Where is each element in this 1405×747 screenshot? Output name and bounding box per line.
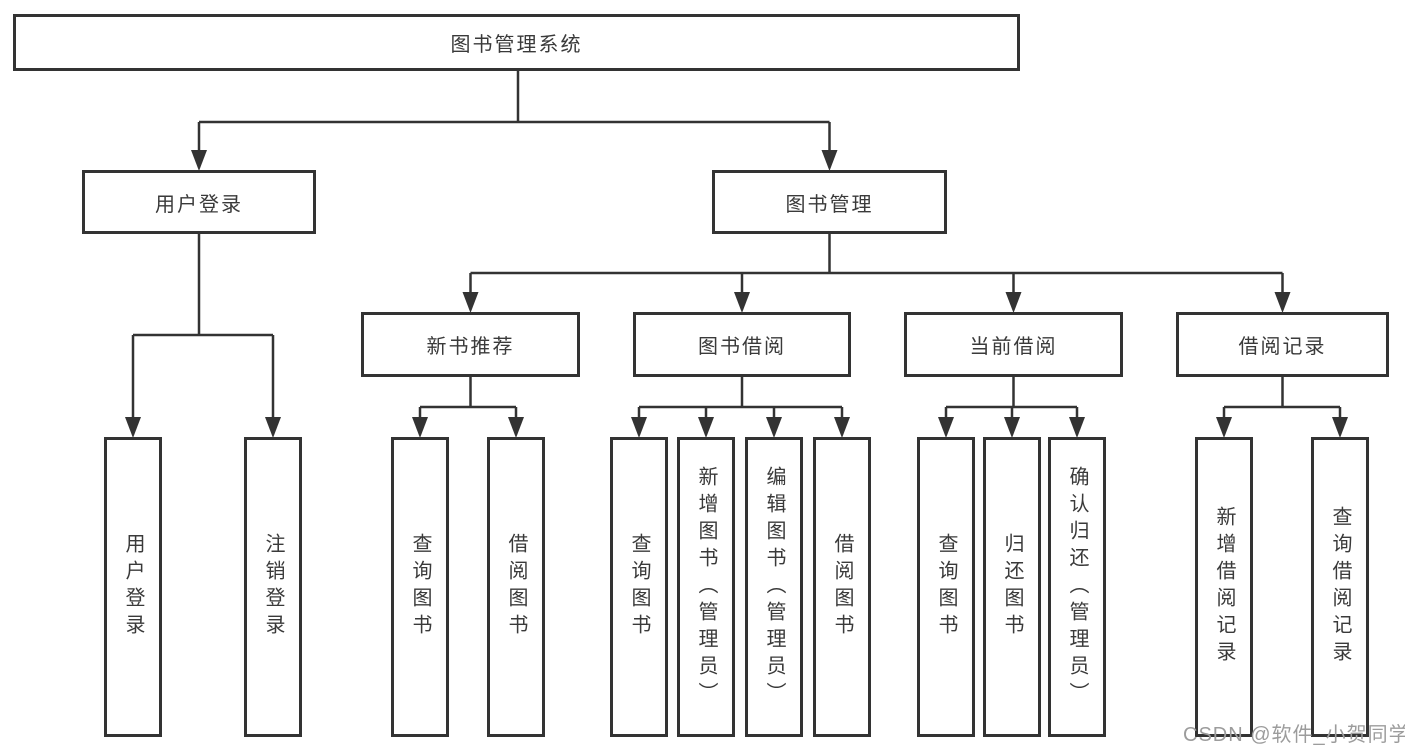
- node-label: 借阅记录: [1238, 336, 1327, 358]
- node-new-book-recommendation: 新书推荐: [361, 312, 580, 377]
- node-book-borrowing: 图书借阅: [633, 312, 851, 377]
- leaf-label: 借阅图书: [505, 533, 527, 641]
- node-label: 新书推荐: [426, 336, 515, 358]
- leaf-records-add-borrow-record: 新增借阅记录: [1195, 437, 1253, 737]
- connector-lines: [131, 71, 1342, 419]
- arrow-down-icon: [508, 417, 524, 438]
- leaf-label: 查询图书: [409, 533, 431, 641]
- arrow-down-icon: [834, 417, 850, 438]
- leaf-label: 归还图书: [1001, 533, 1023, 641]
- arrow-down-icon: [1004, 417, 1020, 438]
- arrow-down-icon: [698, 417, 714, 438]
- node-user-login: 用户登录: [82, 170, 316, 234]
- node-book-management: 图书管理: [712, 170, 947, 234]
- arrow-down-icon: [766, 417, 782, 438]
- arrow-down-icon: [1332, 417, 1348, 438]
- leaf-label: 用户登录: [122, 533, 144, 641]
- leaf-borrowing-query-books: 查询图书: [610, 437, 668, 737]
- node-label: 当前借阅: [969, 336, 1058, 358]
- leaf-borrowing-edit-books-admin: 编辑图书（管理员）: [745, 437, 803, 737]
- leaf-label: 查询借阅记录: [1329, 506, 1351, 668]
- leaf-recommend-query-books: 查询图书: [391, 437, 449, 737]
- leaf-borrowing-borrow-books: 借阅图书: [813, 437, 871, 737]
- leaf-recommend-borrow-books: 借阅图书: [487, 437, 545, 737]
- arrow-down-icon: [1005, 292, 1022, 313]
- leaf-current-confirm-return-admin: 确认归还（管理员）: [1048, 437, 1106, 737]
- arrow-down-icon: [462, 292, 479, 313]
- node-label: 用户登录: [155, 193, 243, 216]
- node-library-management-system: 图书管理系统: [13, 14, 1020, 71]
- arrow-down-icon: [631, 417, 647, 438]
- leaf-label: 借阅图书: [831, 533, 853, 641]
- node-label: 图书借阅: [698, 336, 786, 358]
- leaf-label: 确认归还（管理员）: [1066, 465, 1088, 709]
- leaf-label: 新增图书（管理员）: [695, 465, 717, 709]
- leaf-user-login: 用户登录: [104, 437, 162, 737]
- csdn-watermark: CSDN @软件_小贺同学: [1183, 724, 1405, 746]
- arrow-down-icon: [191, 150, 207, 171]
- arrowheads: [125, 150, 1348, 438]
- arrow-down-icon: [1274, 292, 1291, 313]
- arrow-down-icon: [1216, 417, 1232, 438]
- arrow-down-icon: [412, 417, 428, 438]
- arrow-down-icon: [734, 292, 750, 313]
- leaf-label: 注销登录: [262, 533, 284, 641]
- leaf-current-return-books: 归还图书: [983, 437, 1041, 737]
- leaf-borrowing-add-books-admin: 新增图书（管理员）: [677, 437, 735, 737]
- arrow-down-icon: [265, 417, 281, 438]
- node-label: 图书管理: [785, 193, 874, 216]
- leaf-logout: 注销登录: [244, 437, 302, 737]
- arrow-down-icon: [821, 150, 838, 171]
- leaf-label: 查询图书: [935, 533, 957, 641]
- arrow-down-icon: [125, 417, 141, 438]
- leaf-records-query-borrow-record: 查询借阅记录: [1311, 437, 1369, 737]
- node-borrowing-records: 借阅记录: [1176, 312, 1389, 377]
- leaf-label: 查询图书: [628, 533, 650, 641]
- arrow-down-icon: [938, 417, 954, 438]
- leaf-label: 新增借阅记录: [1213, 506, 1235, 668]
- arrow-down-icon: [1069, 417, 1085, 438]
- leaf-label: 编辑图书（管理员）: [763, 465, 785, 709]
- node-current-borrowing: 当前借阅: [904, 312, 1123, 377]
- node-label: 图书管理系统: [450, 34, 583, 56]
- leaf-current-query-books: 查询图书: [917, 437, 975, 737]
